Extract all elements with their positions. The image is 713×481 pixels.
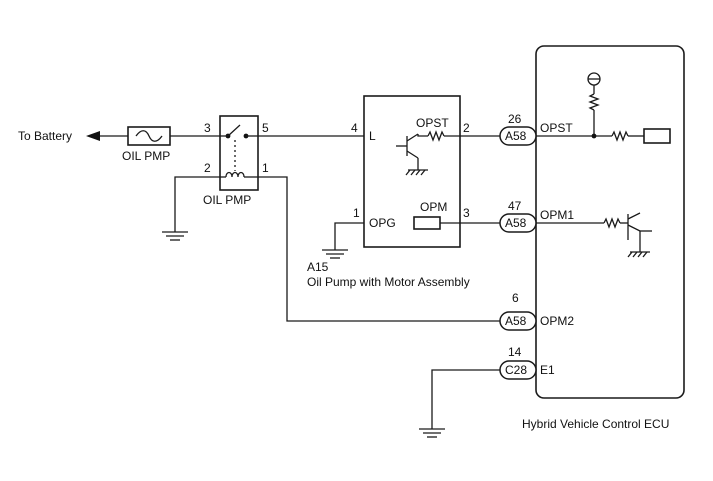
relay (219, 115, 259, 191)
ecu-opst-resistor-icon (611, 130, 629, 142)
pump-terminal-l: L (369, 129, 376, 143)
ecu-pin-47: 47 (508, 199, 522, 213)
relay-pin-3: 3 (204, 121, 211, 135)
battery-arrow-icon (86, 131, 100, 141)
oil-pump-box (363, 95, 461, 248)
pump-ground-icon (322, 249, 348, 259)
ecu-transistor-icon (627, 212, 652, 258)
ecu-box (535, 45, 685, 399)
relay-pin-2: 2 (204, 161, 211, 175)
ecu-opst-block (643, 128, 671, 144)
ecu-pullup-icon (587, 72, 601, 136)
pump-terminal-opm: OPM (420, 200, 447, 214)
pump-pin-4: 4 (351, 121, 358, 135)
ecu-terminal-opm2: OPM2 (540, 314, 574, 328)
pump-code: A15 (307, 260, 329, 274)
relay-pin-1: 1 (262, 161, 269, 175)
pump-pin-2: 2 (463, 121, 470, 135)
ecu-name: Hybrid Vehicle Control ECU (522, 417, 669, 431)
relay-label: OIL PMP (203, 193, 251, 207)
connector-a58-opm2 (499, 311, 537, 331)
relay-ground-icon (162, 231, 188, 241)
pump-pin-1: 1 (353, 206, 360, 220)
ecu-pin-14: 14 (508, 345, 522, 359)
pump-name: Oil Pump with Motor Assembly (307, 275, 470, 289)
ecu-opm1-resistor-icon (603, 217, 621, 229)
ecu-pin-26: 26 (508, 112, 522, 126)
connector-code-e1: C28 (505, 363, 527, 377)
fuse-icon (127, 126, 171, 146)
ecu-terminal-e1: E1 (540, 363, 555, 377)
connector-code-opm2: A58 (505, 314, 527, 328)
pump-opm-block (413, 216, 441, 230)
pump-transistor-icon (396, 133, 428, 176)
connector-code-opm1: A58 (505, 216, 527, 230)
battery-label: To Battery (18, 129, 72, 143)
relay-pin-5: 5 (262, 121, 269, 135)
connector-code-opst: A58 (505, 129, 527, 143)
pump-terminal-opg: OPG (369, 216, 396, 230)
pump-resistor-icon (427, 130, 445, 142)
ecu-ground-icon (419, 428, 445, 438)
ecu-terminal-opm1: OPM1 (540, 208, 574, 222)
relay-coil-icon (225, 171, 245, 178)
fuse-label: OIL PMP (122, 149, 170, 163)
ecu-pin-6: 6 (512, 291, 519, 305)
ecu-terminal-opst: OPST (540, 121, 573, 135)
pump-pin-3: 3 (463, 206, 470, 220)
pump-terminal-opst: OPST (416, 116, 449, 130)
